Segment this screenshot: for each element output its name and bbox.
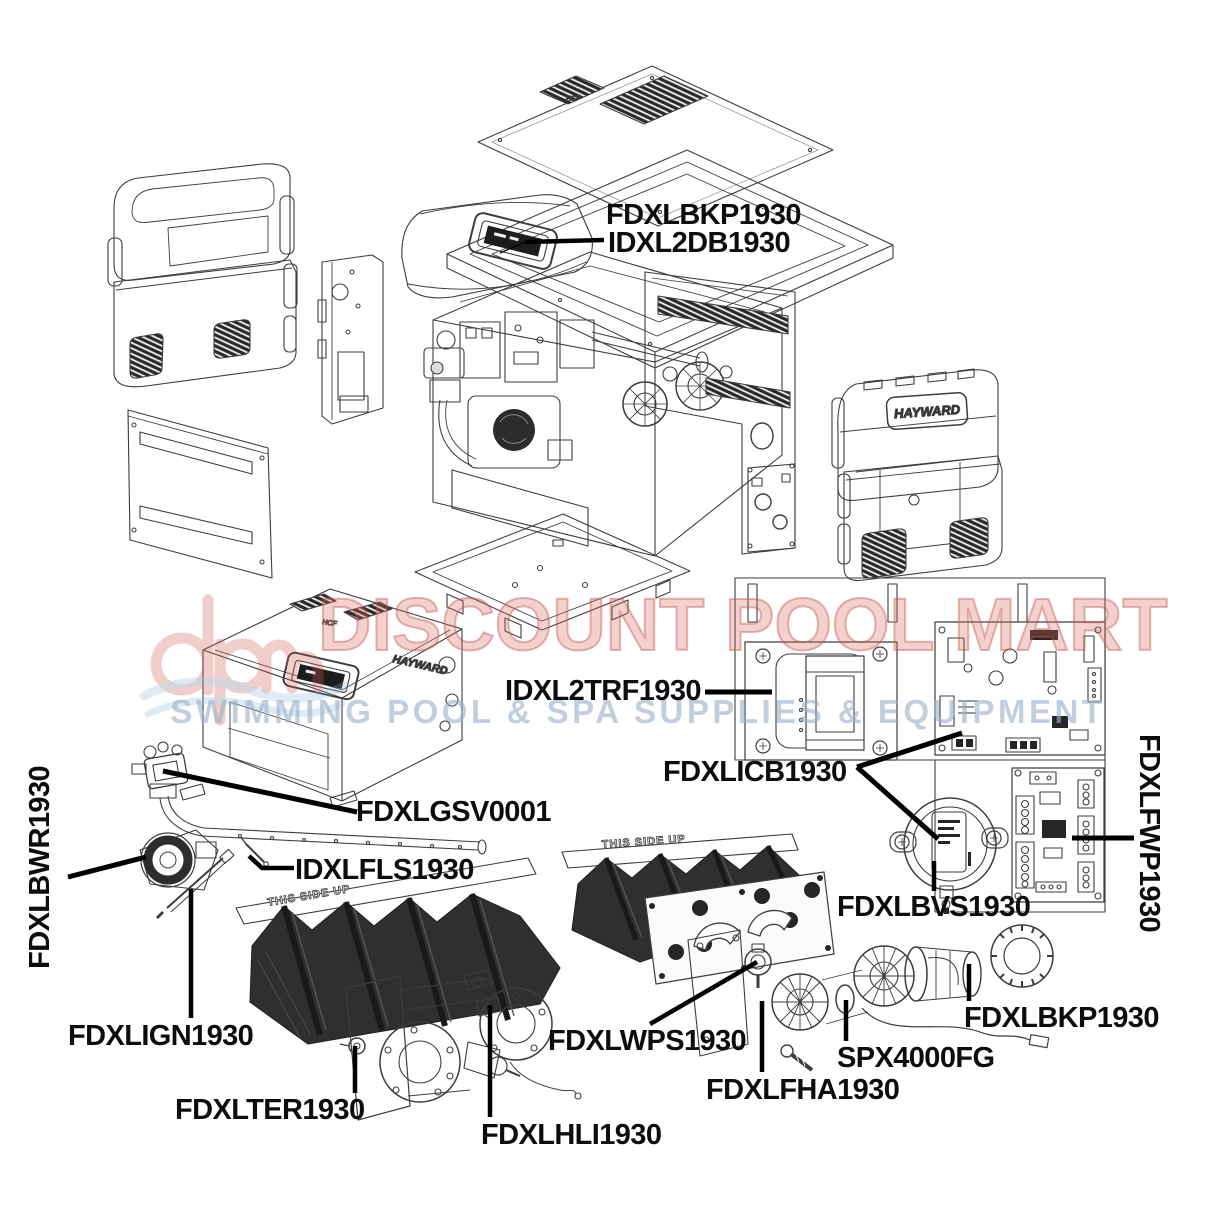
part-label-fdxlbvs1930: FDXLBVS1930 bbox=[837, 891, 1031, 923]
ignition-control-board bbox=[934, 621, 1106, 756]
part-label-fdxlbkp1930-top: FDXLBKP1930 bbox=[606, 199, 801, 231]
union-lock-nut bbox=[990, 924, 1054, 988]
side-mounting-bracket bbox=[317, 254, 384, 425]
part-label-idxl2db1930: IDXL2DB1930 bbox=[608, 227, 791, 259]
base-pan bbox=[414, 513, 691, 639]
blower-vacuum-switch bbox=[889, 797, 1009, 914]
lid-model-text: HCF bbox=[566, 95, 581, 103]
top-frame-panel bbox=[446, 149, 894, 369]
igniter-rod bbox=[155, 848, 235, 920]
left-upper-jacket-panel bbox=[107, 163, 295, 287]
leader-idxl2db bbox=[524, 237, 605, 245]
part-label-fdxlwps1930: FDXLWPS1930 bbox=[548, 1025, 747, 1057]
leader-fdxlicb-b bbox=[855, 765, 940, 841]
part-label-fdxlicb1930: FDXLICB1930 bbox=[663, 756, 847, 788]
part-label-fdxlfwp1930: FDXLFWP1930 bbox=[1133, 734, 1165, 933]
top-lid-panel: HCF bbox=[477, 65, 834, 227]
part-label-fdxlter1930: FDXLTER1930 bbox=[175, 1094, 365, 1126]
display-bezel bbox=[468, 212, 558, 270]
leader-lines bbox=[67, 237, 1134, 1117]
unit-display-bezel bbox=[282, 651, 360, 701]
central-chassis-assembly bbox=[423, 251, 783, 557]
part-label-fdxlbwr1930: FDXLBWR1930 bbox=[24, 766, 56, 969]
right-upper-jacket-panel: HAYWARD bbox=[831, 368, 999, 502]
rear-vented-panel bbox=[644, 271, 796, 555]
leader-idxlfls bbox=[247, 854, 294, 871]
transformer bbox=[744, 641, 898, 761]
part-label-fdxlhli1930: FDXLHLI1930 bbox=[481, 1119, 662, 1151]
hayward-badge-text: HAYWARD bbox=[893, 402, 961, 422]
leader-fdxlbwr bbox=[67, 854, 147, 880]
unit-model-text: HCF bbox=[322, 619, 338, 628]
bypass-cartridge bbox=[904, 946, 982, 1002]
part-label-fdxlign1930: FDXLIGN1930 bbox=[68, 1020, 254, 1052]
part-label-fdxlfha1930: FDXLFHA1930 bbox=[706, 1074, 900, 1106]
leader-fdxlgsv bbox=[162, 768, 358, 815]
outlet-plumbing-assembly bbox=[687, 929, 1050, 1072]
heat-exchanger-center: THIS SIDE UP bbox=[561, 833, 835, 985]
left-lower-jacket-panel bbox=[113, 259, 298, 388]
leader-fdxlicb-a bbox=[856, 730, 963, 770]
part-label-spx4000fg: SPX4000FG bbox=[837, 1042, 995, 1074]
right-lower-jacket-panel bbox=[837, 455, 1003, 582]
heat-exchanger-left: THIS SIDE UP bbox=[235, 857, 561, 1045]
part-label-fdxlgsv0001: FDXLGSV0001 bbox=[356, 796, 551, 828]
flat-slotted-panel bbox=[127, 409, 273, 579]
leader-fdxlwps bbox=[648, 960, 759, 1026]
part-label-fdxlbkp1930-bottom: FDXLBKP1930 bbox=[964, 1002, 1159, 1034]
part-label-idxl2trf1930: IDXL2TRF1930 bbox=[505, 675, 701, 707]
part-label-idxlfls1930: IDXLFLS1930 bbox=[295, 854, 474, 886]
display-cover-panel bbox=[401, 194, 593, 299]
